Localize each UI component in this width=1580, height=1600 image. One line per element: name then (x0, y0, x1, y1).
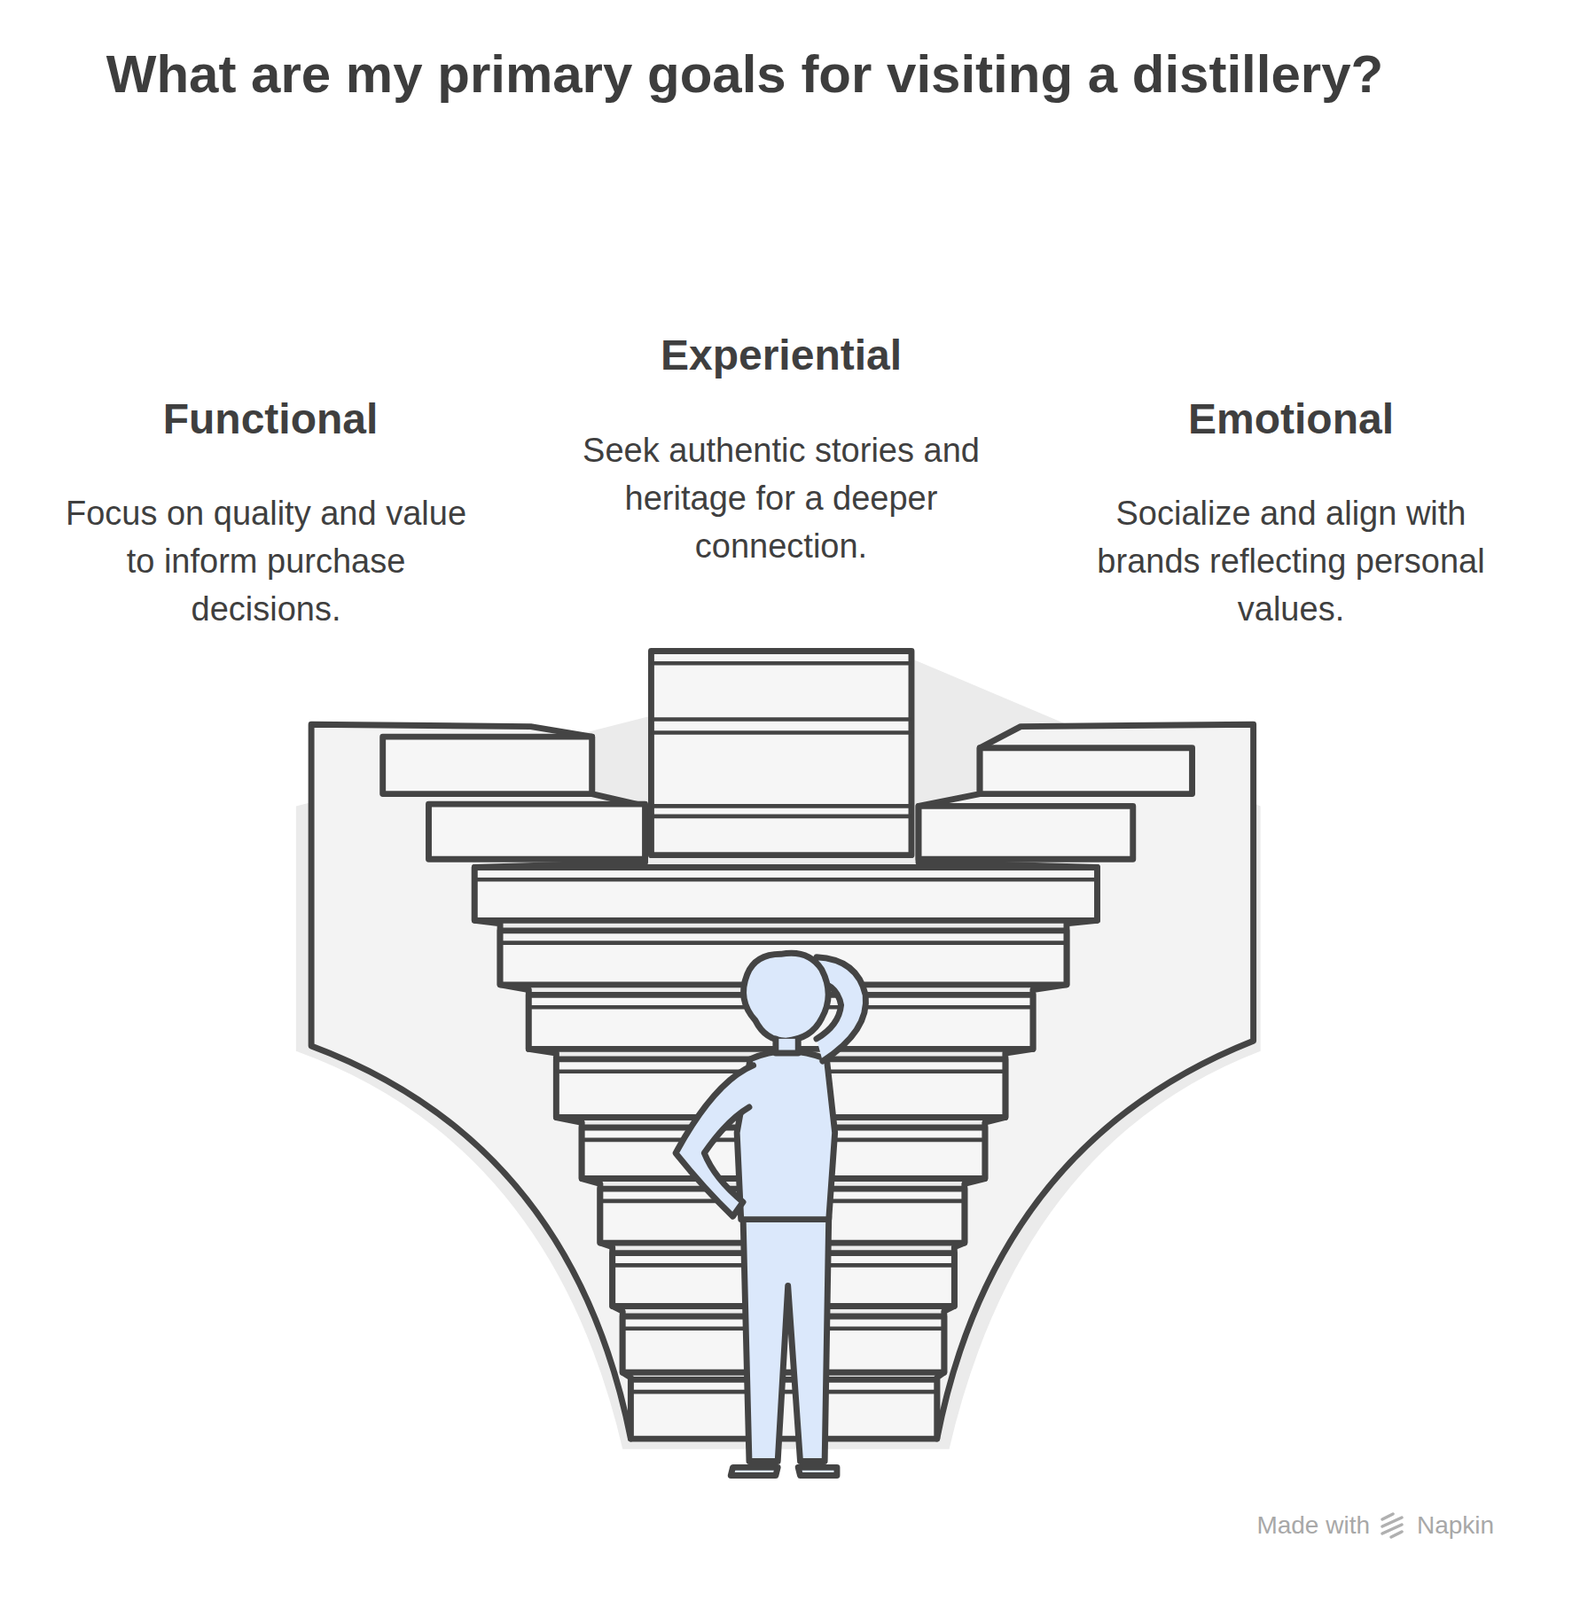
step-lip (650, 804, 912, 809)
person-hip-arm (675, 1065, 753, 1217)
step (383, 736, 593, 794)
step-lip (650, 661, 912, 666)
person-neck (775, 1039, 798, 1054)
column-body: Seek authentic stories and heritage for … (563, 426, 999, 571)
step-lip (474, 877, 1097, 883)
step (918, 805, 1134, 860)
step-lip (650, 717, 912, 722)
tower-block (650, 650, 912, 855)
person-legs (743, 1216, 830, 1462)
napkin-logo (1376, 1510, 1408, 1541)
column-heading: Emotional (1060, 393, 1522, 446)
step (474, 867, 1097, 921)
watermark: Napkin (1416, 1510, 1494, 1541)
person (675, 953, 866, 1476)
person-feet (730, 1467, 837, 1476)
step (428, 804, 645, 860)
logo-stroke (1382, 1514, 1393, 1520)
step-lip (500, 940, 1067, 946)
logo-stroke (1391, 1532, 1402, 1538)
step-lip (650, 730, 912, 736)
title: What are my primary goals for visiting a… (53, 33, 1437, 116)
column-heading: Functional (39, 393, 501, 446)
column-heading: Experiential (550, 329, 1012, 382)
step (979, 748, 1192, 795)
watermark: Made with (1256, 1510, 1370, 1541)
column-body: Focus on quality and value to inform pur… (57, 489, 475, 634)
step-lip (650, 814, 912, 820)
person-head (743, 953, 830, 1041)
column-body: Socialize and align with brands reflecti… (1073, 489, 1509, 634)
